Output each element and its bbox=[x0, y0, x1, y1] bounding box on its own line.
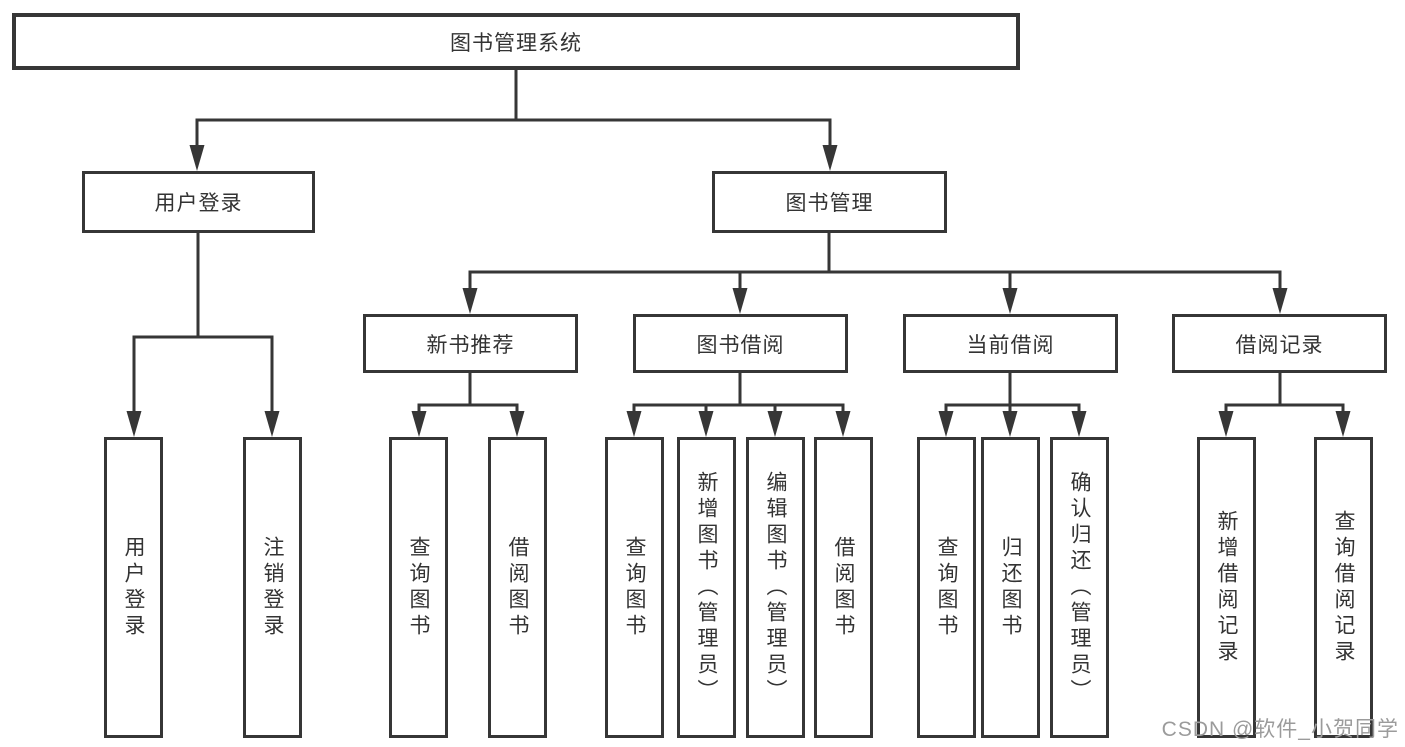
leaf-query-books-borrow: 查询图书 bbox=[605, 437, 664, 738]
leaf-borrow-books-recommend: 借阅图书 bbox=[488, 437, 547, 738]
csdn-watermark: CSDN @软件_小贺同学 bbox=[1161, 718, 1399, 741]
connector-book-management-to-level3 bbox=[462, 231, 1288, 314]
connector-new-book-recommend-to-leaves bbox=[411, 371, 525, 437]
node-borrow-records: 借阅记录 bbox=[1172, 314, 1387, 373]
node-library-management-system: 图书管理系统 bbox=[12, 13, 1020, 70]
node-new-book-recommend: 新书推荐 bbox=[363, 314, 578, 373]
leaf-add-borrow-record: 新增借阅记录 bbox=[1197, 437, 1256, 738]
leaf-query-books-current: 查询图书 bbox=[917, 437, 976, 738]
leaf-logout: 注销登录 bbox=[243, 437, 302, 738]
node-book-management: 图书管理 bbox=[712, 171, 947, 233]
leaf-borrow-books: 借阅图书 bbox=[814, 437, 873, 738]
leaf-user-login: 用户登录 bbox=[104, 437, 163, 738]
connector-current-borrow-to-leaves bbox=[938, 371, 1087, 437]
leaf-edit-books-admin: 编辑图书（管理员） bbox=[746, 437, 805, 738]
connector-root-to-level2 bbox=[189, 68, 838, 171]
leaf-query-borrow-record: 查询借阅记录 bbox=[1314, 437, 1373, 738]
connector-book-borrow-to-leaves bbox=[626, 371, 851, 437]
leaf-query-books-recommend: 查询图书 bbox=[389, 437, 448, 738]
connector-user-login-to-leaves bbox=[126, 231, 280, 437]
node-user-login: 用户登录 bbox=[82, 171, 315, 233]
leaf-add-books-admin: 新增图书（管理员） bbox=[677, 437, 736, 738]
leaf-return-books: 归还图书 bbox=[981, 437, 1040, 738]
node-book-borrow: 图书借阅 bbox=[633, 314, 848, 373]
leaf-confirm-return-admin: 确认归还（管理员） bbox=[1050, 437, 1109, 738]
connector-borrow-records-to-leaves bbox=[1218, 371, 1351, 437]
node-current-borrow: 当前借阅 bbox=[903, 314, 1118, 373]
